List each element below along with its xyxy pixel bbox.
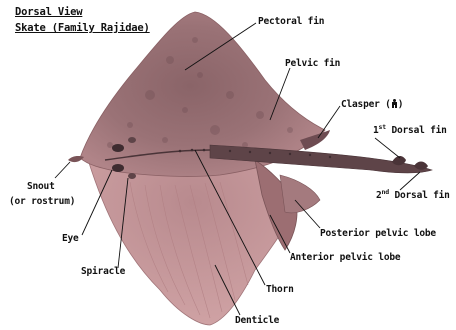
snout-shape: [68, 156, 84, 162]
label-first-dorsal-fin: 1st Dorsal fin: [373, 125, 447, 136]
label-pelvic-fin: Pelvic fin: [285, 58, 340, 69]
dorsal1-sup: st: [379, 123, 386, 131]
dorsal2-text: Dorsal fin: [389, 190, 450, 201]
posterior-pelvic-lobe-shape: [280, 175, 320, 213]
label-snout-rostrum: (or rostrum): [9, 196, 75, 207]
eye-left: [112, 164, 124, 172]
label-eye: Eye: [62, 233, 79, 244]
label-anterior-pelvic-lobe: Anterior pelvic lobe: [290, 252, 400, 263]
dorsal2-sup: nd: [382, 188, 389, 196]
label-denticle: Denticle: [235, 315, 279, 326]
label-clasper: Clasper (): [341, 99, 403, 110]
title-line-1: Dorsal View: [15, 6, 82, 18]
clasper-text: Clasper (: [341, 99, 391, 110]
male-icon: [391, 99, 398, 108]
title-line-2: Skate (Family Rajidae): [15, 22, 150, 34]
label-pectoral-fin: Pectoral fin: [258, 16, 324, 27]
label-spiracle: Spiracle: [81, 266, 125, 277]
eye-right: [112, 144, 124, 152]
spiracle-right: [128, 137, 136, 143]
label-posterior-pelvic-lobe: Posterior pelvic lobe: [320, 228, 436, 239]
clasper-close: ): [398, 99, 404, 110]
label-thorn: Thorn: [266, 284, 294, 295]
label-second-dorsal-fin: 2nd Dorsal fin: [376, 190, 450, 201]
spiracle-left: [128, 173, 136, 179]
dorsal1-text: Dorsal fin: [386, 125, 447, 136]
label-snout: Snout: [27, 181, 55, 192]
